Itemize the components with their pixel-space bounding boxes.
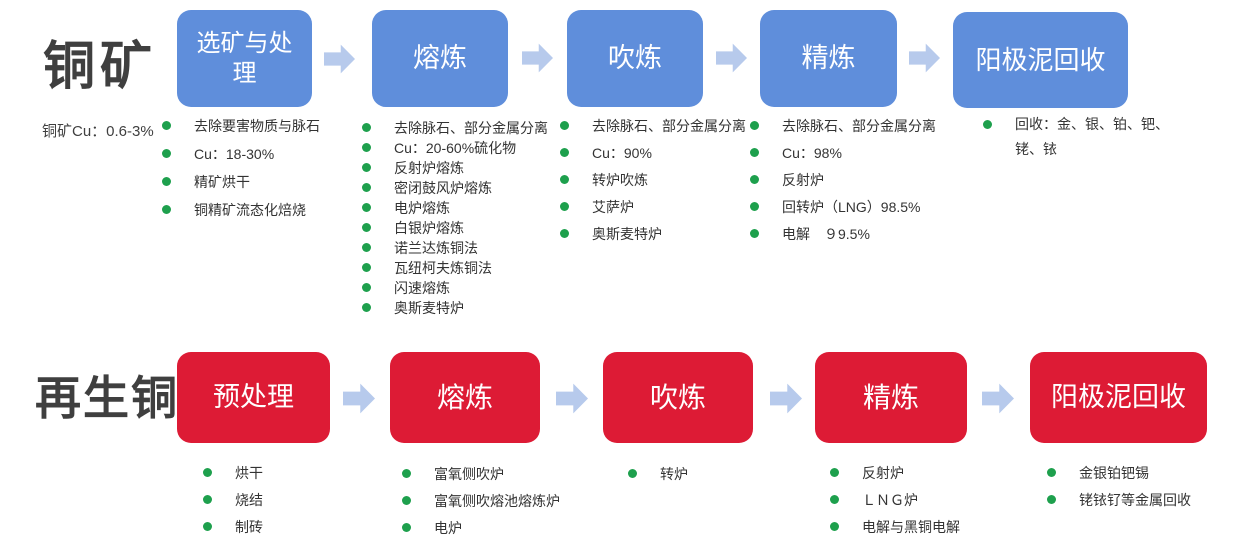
stage-label: 阳极泥回收 — [975, 44, 1106, 75]
stage-label: 预处理 — [213, 381, 294, 412]
bullet-item: Cu：20-60%硫化物 — [360, 138, 582, 158]
bullet-item: 铜精矿流态化焙烧 — [160, 200, 338, 220]
bullet-item: 电解 ９9.5% — [748, 224, 966, 244]
stage-box-beneficiation: 选矿与处理 — [177, 10, 312, 107]
bullet-item: 瓦纽柯夫炼铜法 — [360, 258, 582, 278]
flow-arrow-icon — [522, 43, 553, 73]
bullet-item: 烘干 — [201, 463, 366, 483]
stage-label: 选矿与处理 — [196, 29, 293, 87]
bullet-item: 制砖 — [201, 517, 366, 537]
stage-notes-anode-slime-recovery: 回收：金、银、铂、钯、铑、铱 — [981, 112, 1187, 162]
stage-label: 阳极泥回收 — [1051, 381, 1186, 412]
row-title-recycled-copper: 再生铜 — [35, 372, 179, 424]
bullet-item: Cu：18-30% — [160, 144, 338, 164]
bullet-item: 铑铱钌等金属回收 — [1045, 490, 1243, 510]
stage-notes-converting: 去除脉石、部分金属分离 Cu：90% 转炉吹炼艾萨炉奥斯麦特炉 — [558, 116, 763, 251]
flow-arrow-icon — [324, 44, 355, 74]
stage-notes-pretreatment: 烘干烧结制砖 — [201, 463, 366, 544]
bullet-item: ＬＮＧ炉 — [828, 490, 1013, 510]
stage-notes-beneficiation: 去除要害物质与脉石 Cu：18-30% 精矿烘干铜精矿流态化焙烧 — [160, 116, 338, 228]
bullet-item: 转炉吹炼 — [558, 170, 763, 190]
bullet-item: 电炉 — [400, 518, 605, 538]
row-title-copper-ore: 铜矿 — [43, 38, 158, 96]
bullet-item: 去除要害物质与脉石 — [160, 116, 338, 136]
stage-label: 熔炼 — [413, 42, 467, 73]
bullet-item: 电解与黑铜电解 — [828, 517, 1013, 537]
stage-label: 吹炼 — [608, 42, 662, 73]
stage-box-anode-slime-recovery-recycled: 阳极泥回收 — [1030, 352, 1207, 443]
bullet-item: 富氧侧吹熔池熔炼炉 — [400, 491, 605, 511]
bullet-item: 白银炉熔炼 — [360, 218, 582, 238]
stage-box-converting-recycled: 吹炼 — [603, 352, 753, 443]
stage-box-smelting: 熔炼 — [372, 10, 508, 107]
bullet-item: 转炉 — [626, 464, 766, 484]
bullet-item: 密闭鼓风炉熔炼 — [360, 178, 582, 198]
bullet-item: 反射炉 — [828, 463, 1013, 483]
bullet-item: Cu：90% — [558, 143, 763, 163]
stage-notes-refining: 去除脉石、部分金属分离 Cu：98% 反射炉回转炉（LNG）98.5% 电解 ９9.5… — [748, 116, 966, 251]
stage-box-refining-recycled: 精炼 — [815, 352, 967, 443]
bullet-item: 去除脉石、部分金属分离 — [360, 118, 582, 138]
bullet-item: 诺兰达炼铜法 — [360, 238, 582, 258]
stage-label: 吹炼 — [649, 382, 706, 413]
stage-notes-smelting-recycled: 富氧侧吹炉富氧侧吹熔池熔炼炉电炉 — [400, 464, 605, 545]
bullet-item: 去除脉石、部分金属分离 — [558, 116, 763, 136]
bullet-item: 精矿烘干 — [160, 172, 338, 192]
bullet-item: 去除脉石、部分金属分离 — [748, 116, 966, 136]
bullet-item: 奥斯麦特炉 — [558, 224, 763, 244]
bullet-item: 富氧侧吹炉 — [400, 464, 605, 484]
flow-arrow-icon — [556, 383, 588, 414]
bullet-item: 闪速熔炼 — [360, 278, 582, 298]
stage-box-pretreatment: 预处理 — [177, 352, 330, 443]
bullet-item: 艾萨炉 — [558, 197, 763, 217]
bullet-item: 反射炉 — [748, 170, 966, 190]
bullet-item: 奥斯麦特炉 — [360, 298, 582, 318]
stage-box-smelting-recycled: 熔炼 — [390, 352, 540, 443]
stage-box-anode-slime-recovery: 阳极泥回收 — [953, 12, 1128, 108]
bullet-item: 反射炉熔炼 — [360, 158, 582, 178]
flow-arrow-icon — [770, 383, 802, 414]
flow-arrow-icon — [716, 43, 747, 73]
bullet-item: 回收：金、银、铂、钯、铑、铱 — [981, 112, 1187, 162]
bullet-item: 金银铂钯锡 — [1045, 463, 1243, 483]
stage-notes-converting-recycled: 转炉 — [626, 464, 766, 491]
bullet-item: Cu：98% — [748, 143, 966, 163]
flow-arrow-icon — [343, 383, 375, 414]
flow-arrow-icon — [982, 383, 1014, 414]
stage-label: 精炼 — [862, 382, 919, 413]
bullet-item: 烧结 — [201, 490, 366, 510]
bullet-item: 电炉熔炼 — [360, 198, 582, 218]
stage-notes-refining-recycled: 反射炉 ＬＮＧ炉电解与黑铜电解 — [828, 463, 1013, 544]
copper-ore-grade-note: 铜矿Cu：0.6-3% — [42, 123, 154, 140]
stage-notes-anode-slime-recovery-recycled: 金银铂钯锡铑铱钌等金属回收 — [1045, 463, 1243, 517]
stage-label: 熔炼 — [436, 382, 493, 413]
stage-label: 精炼 — [801, 42, 856, 73]
flow-arrow-icon — [909, 43, 940, 73]
stage-box-converting: 吹炼 — [567, 10, 703, 107]
bullet-item: 回转炉（LNG）98.5% — [748, 197, 966, 217]
stage-box-refining: 精炼 — [760, 10, 897, 107]
